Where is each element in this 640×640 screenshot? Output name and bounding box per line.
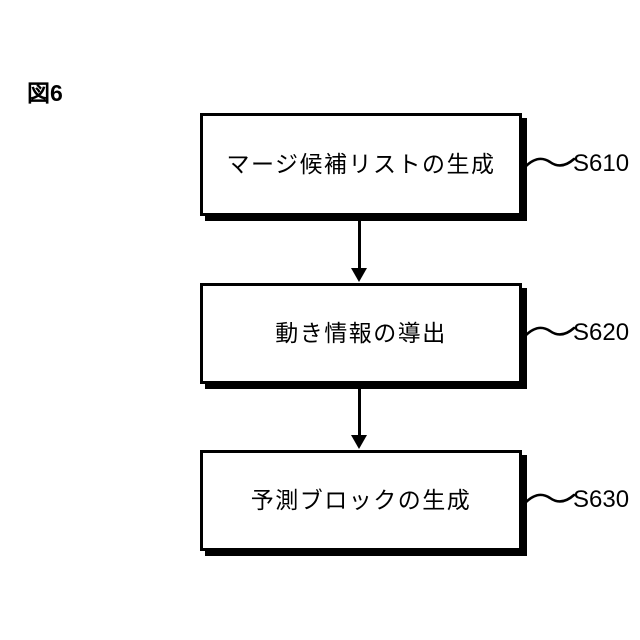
connector-s610-to-s620	[358, 221, 361, 275]
process-box-s620-label: 動き情報の導出	[275, 319, 447, 346]
leader-line-s610	[524, 150, 576, 176]
leader-line-s620	[524, 319, 576, 345]
step-reference-s630: S630	[573, 486, 630, 513]
arrow-down-icon	[351, 435, 367, 449]
process-box-s620: 動き情報の導出	[200, 283, 522, 384]
figure-number-label: 図6	[27, 80, 63, 106]
arrow-down-icon	[351, 268, 367, 282]
process-box-s610: マージ候補リストの生成	[200, 113, 522, 216]
process-box-s630-label: 予測ブロックの生成	[250, 486, 472, 513]
process-box-s610-label: マージ候補リストの生成	[226, 150, 496, 177]
leader-line-s630	[524, 486, 576, 512]
step-reference-s610: S610	[573, 150, 630, 177]
connector-s620-to-s630	[358, 389, 361, 442]
process-box-s630: 予測ブロックの生成	[200, 450, 522, 551]
step-reference-s620: S620	[573, 319, 630, 346]
